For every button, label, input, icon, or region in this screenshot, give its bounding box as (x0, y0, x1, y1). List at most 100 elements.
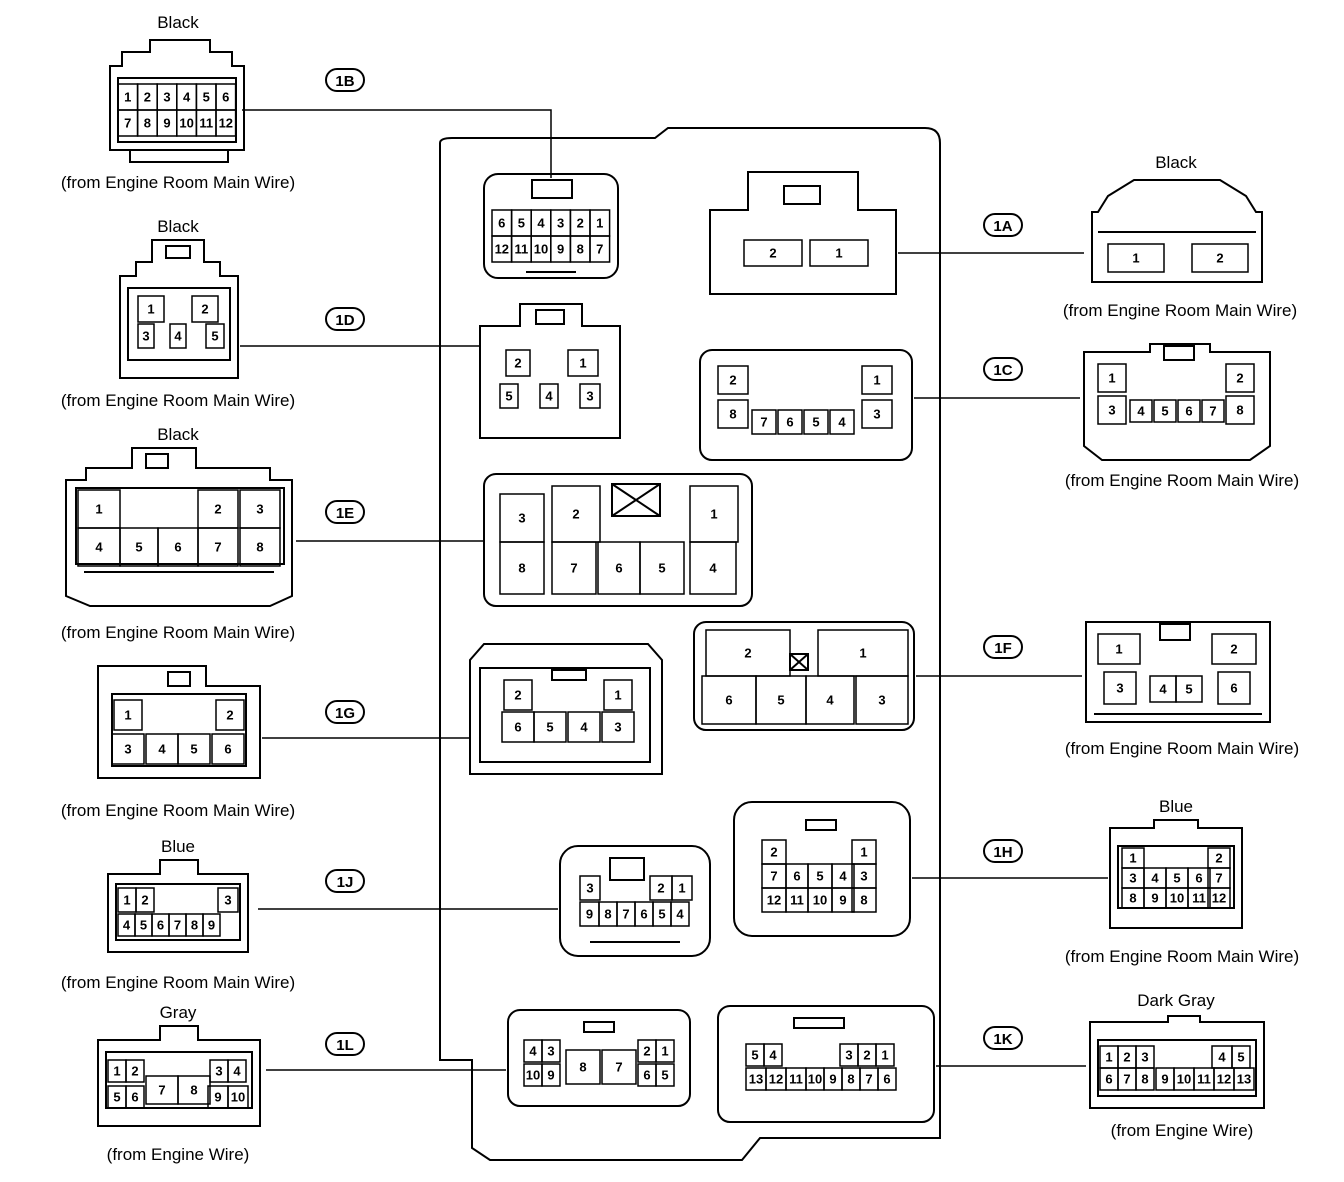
pin-cavity (1097, 633, 1141, 665)
pin-number: 5 (777, 693, 784, 708)
pin-number: 3 (256, 502, 263, 517)
pin-number: 5 (135, 540, 142, 555)
pin-number: 10 (179, 116, 193, 131)
pin-cavity (227, 1085, 249, 1109)
wire-color-label: Black (1155, 153, 1197, 172)
pin-number: 12 (769, 1072, 783, 1087)
pin-number: 9 (829, 1072, 836, 1087)
pin-number: 12 (1212, 891, 1226, 906)
connector-housing (107, 859, 249, 953)
pin-number: 4 (1159, 682, 1167, 697)
pin-number: 2 (1236, 371, 1243, 386)
wire-color-label: Dark Gray (1137, 991, 1215, 1010)
svg-text:1E: 1E (336, 505, 354, 522)
pin-number: 6 (224, 742, 231, 757)
pin-number: 4 (580, 720, 588, 735)
pin-number: 8 (1236, 403, 1243, 418)
pin-cavity (227, 1059, 247, 1083)
pin-number: 4 (174, 329, 182, 344)
blocked-cavity-mark (611, 483, 661, 517)
pin-number: 4 (183, 90, 191, 105)
pin-cavity (579, 383, 601, 409)
pin-number: 7 (174, 918, 181, 933)
pin-number: 4 (158, 742, 166, 757)
pin-number: 3 (1141, 1050, 1148, 1065)
pin-cavity (503, 679, 533, 711)
pin-cavity (803, 409, 829, 435)
pin-number: 2 (214, 502, 221, 517)
svg-text:1J: 1J (337, 874, 354, 891)
pin-cavity (1207, 887, 1231, 909)
pin-number: 2 (729, 373, 736, 388)
pin-cavity (743, 239, 803, 267)
pin-cavity (215, 699, 245, 731)
pin-number: 1 (124, 708, 131, 723)
tag-1G: 1G (325, 700, 365, 724)
pin-number: 5 (661, 1068, 668, 1083)
pin-number: 9 (586, 907, 593, 922)
pin-cavity (717, 399, 749, 429)
pin-cavity (1097, 363, 1127, 393)
pin-number: 12 (1217, 1072, 1231, 1087)
junction-block-outline (439, 127, 941, 1161)
tag-1J: 1J (325, 869, 365, 893)
pin-cavity (202, 913, 221, 937)
tag-1H: 1H (983, 839, 1023, 863)
pin-number: 7 (1123, 1072, 1130, 1087)
pin-number: 5 (1173, 871, 1180, 886)
pin-cavity (1187, 887, 1211, 909)
connector-housing (109, 39, 245, 151)
tag-1C: 1C (983, 357, 1023, 381)
wire-color-label: Black (157, 425, 199, 444)
svg-text:1D: 1D (335, 312, 354, 329)
tag-1D: 1D (325, 307, 365, 331)
connector-housing (119, 239, 239, 379)
pin-number: 12 (219, 116, 233, 131)
pin-cavity (533, 711, 567, 743)
pin-cavity (671, 875, 693, 901)
pin-number: 2 (144, 90, 151, 105)
pin-number: 6 (640, 907, 647, 922)
pin-number: 8 (1129, 891, 1136, 906)
pin-number: 9 (208, 918, 215, 933)
pin-number: 7 (214, 540, 221, 555)
pin-number: 1 (1115, 642, 1122, 657)
pin-cavity (1107, 243, 1165, 273)
pin-number: 10 (808, 1072, 822, 1087)
svg-text:1K: 1K (993, 1031, 1012, 1048)
pin-number: 9 (547, 1068, 554, 1083)
pin-number: 2 (657, 881, 664, 896)
pin-number: 7 (865, 1072, 872, 1087)
pin-number: 1 (661, 1044, 668, 1059)
pin-number: 4 (1218, 1050, 1226, 1065)
pin-number: 8 (729, 407, 736, 422)
pin-number: 5 (812, 415, 819, 430)
pin-cavity (639, 541, 685, 595)
source-wire-label: (from Engine Room Main Wire) (61, 173, 295, 192)
pin-number: 1 (1132, 251, 1139, 266)
pin-number: 1 (710, 507, 717, 522)
pin-number: 4 (95, 540, 103, 555)
pin-cavity (567, 349, 599, 377)
svg-text:1C: 1C (993, 362, 1012, 379)
pin-number: 10 (1170, 891, 1184, 906)
pin-cavity (1217, 671, 1251, 705)
pin-cavity (861, 365, 893, 395)
pin-number: 6 (514, 720, 521, 735)
pin-number: 6 (786, 415, 793, 430)
pin-number: 4 (123, 918, 131, 933)
pin-number: 4 (676, 907, 684, 922)
pin-cavity (851, 887, 877, 913)
pin-cavity (1233, 1067, 1255, 1091)
pin-cavity (567, 711, 601, 743)
